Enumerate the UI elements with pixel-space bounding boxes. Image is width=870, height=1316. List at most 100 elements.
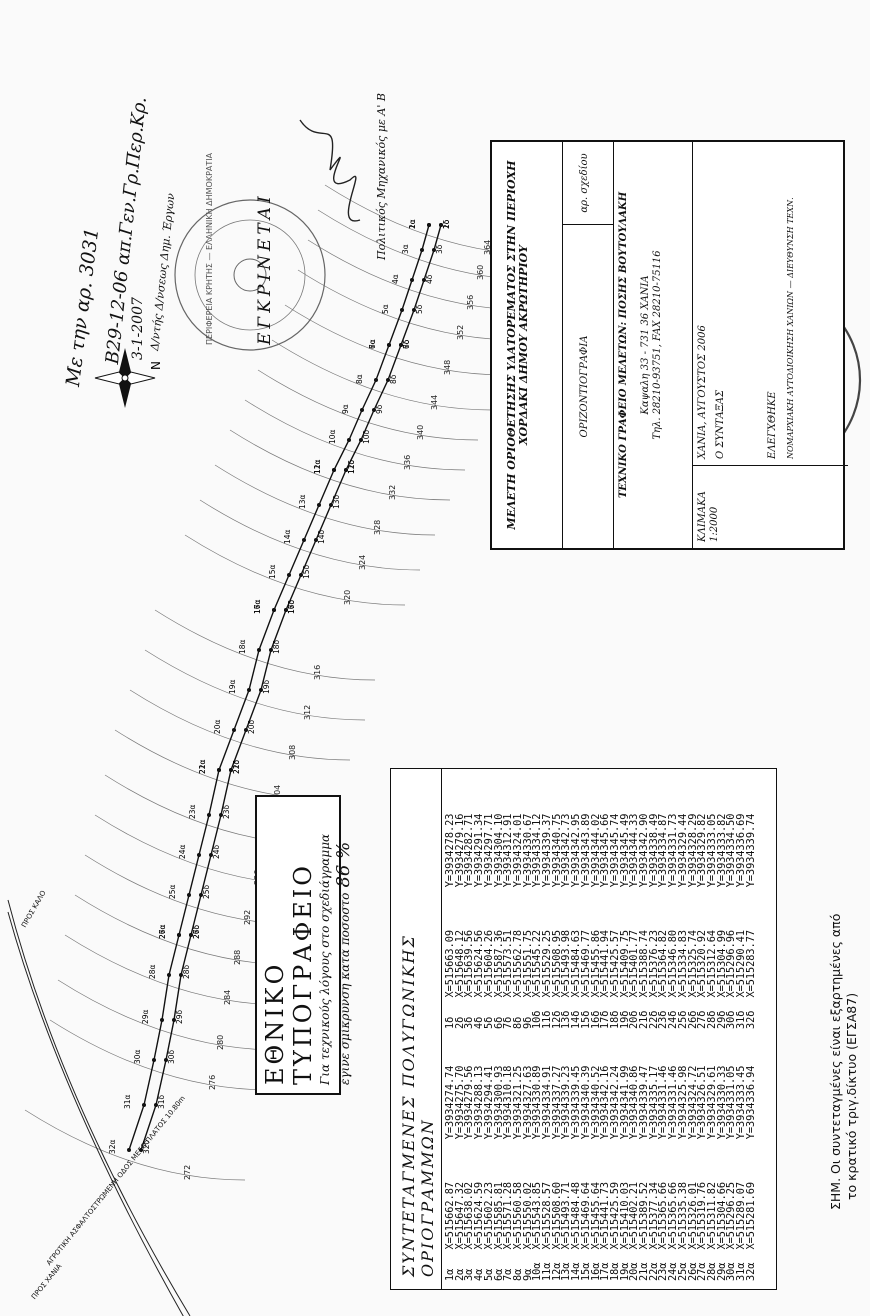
boundary-point-label: 9α [341, 404, 350, 414]
note-line1: ΣΗΜ. Οι συντεταγμένες είναι εξαρτημένες … [828, 913, 843, 1210]
tb-drawing-row: ΟΡΙΖΟΝΤΙΟΓΡΑΦΙΑ αρ. σχεδίου [563, 142, 614, 548]
boundary-point-label: 30δ [167, 1049, 176, 1064]
boundary-point-label: 25δ [202, 884, 211, 899]
contour-line [144, 649, 366, 721]
x-coord: X=515281.69 [745, 1182, 757, 1250]
contour-label: 328 [373, 520, 382, 535]
north-arrow-icon [94, 348, 156, 408]
boundary-point-label: 24δ [212, 844, 221, 859]
boundary-point [387, 343, 391, 347]
boundary-point [217, 768, 221, 772]
contour-label: 324 [358, 555, 367, 570]
coordinates-panel: ΣΥΝΤΕΤΑΓΜΕΝΕΣ ΠΟΛΥΓΩΝΙΚΗΣ ΟΡΙΟΓΡΑΜΜΩΝ 1α… [390, 768, 777, 1290]
boundary-point-label: 7α [368, 339, 377, 349]
y-coord: Y=3934336.94 [745, 1065, 757, 1140]
title-block: ΜΕΛΕΤΗ ΟΡΙΟΘΕΤΗΣΗΣ ΥΔΑΤΟΡΕΜΑΤΟΣ ΣΤΗΝ ΠΕΡ… [490, 140, 848, 550]
boundary-point-label: 6α [368, 339, 377, 349]
boundary-point-label: 6δ [402, 339, 411, 349]
contour-label: 356 [466, 295, 475, 310]
boundary-point-label: 8δ [389, 374, 398, 384]
boundary-point-label: 4α [391, 274, 400, 284]
contour-label: 280 [216, 1035, 225, 1050]
contour-line [154, 609, 376, 681]
boundary-point-label: 22δ [232, 759, 241, 774]
boundary-point [302, 538, 306, 542]
tb-seal-text: ΝΟΜΑΡΧΙΑΚΗ ΑΥΤΟΔΙΟΙΚΗΣΗ ΧΑΝΙΩΝ — ΔΙΕΥΘΥΝ… [786, 197, 795, 459]
printer-line2: έγινε σμίκρυνση κατά ποσοστό [338, 892, 352, 1085]
tb-office: ΤΕΧΝΙΚΟ ΓΡΑΦΕΙΟ ΜΕΛΕΤΩΝ: ΠΟΣΗΣ ΒΟΥΤΟΥΛΑΚ… [618, 191, 629, 499]
boundary-point-label: 20δ [247, 719, 256, 734]
boundary-point [359, 438, 363, 442]
boundary-point-label: 21α [198, 759, 207, 774]
tb-drawing: ΟΡΙΖΟΝΤΙΟΓΡΑΦΙΑ [563, 224, 613, 548]
boundary-point-label: 2α [408, 219, 417, 229]
contour-line [214, 464, 436, 536]
boundary-point [164, 1058, 168, 1062]
boundary-point [232, 728, 236, 732]
boundary-point [420, 248, 424, 252]
boundary-point-label: 28δ [182, 964, 191, 979]
boundary-point [344, 468, 348, 472]
tb-office-wrap: ΤΕΧΝΙΚΟ ΓΡΑΦΕΙΟ ΜΕΛΕΤΩΝ: ΠΟΣΗΣ ΒΟΥΤΟΥΛΑΚ… [614, 142, 692, 548]
boundary-point-label: 30α [133, 1049, 142, 1064]
signature-scribble [299, 119, 361, 222]
contour-label: 288 [233, 950, 242, 965]
boundary-point-label: 19α [228, 679, 237, 694]
boundary-point-label: 15δ [302, 564, 311, 579]
printer-percent: 86 % [333, 841, 354, 888]
boundary-point-label: 23α [188, 804, 197, 819]
contour-line [257, 369, 479, 441]
contour-label: 284 [223, 990, 232, 1005]
tb-address: Καψαλη 33 - 731 36 ΧΑΝΙΑ [640, 275, 651, 415]
contour-label: 340 [416, 425, 425, 440]
boundary-point [332, 468, 336, 472]
contour-label: 344 [430, 395, 439, 410]
point-id-2: 32δ [745, 1010, 757, 1029]
tb-study: ΜΕΛΕΤΗ ΟΡΙΟΘΕΤΗΣΗΣ ΥΔΑΤΟΡΕΜΑΤΟΣ ΣΤΗΝ ΠΕΡ… [505, 160, 530, 530]
boundary-point-label: 10α [328, 429, 337, 444]
contour-line [57, 979, 279, 1051]
boundary-point [439, 223, 443, 227]
tb-place-date: ΧΑΝΙΑ, ΑΥΓΟΥΣΤΟΣ 2006 [697, 325, 708, 459]
boundary-point-label: 19δ [262, 679, 271, 694]
boundary-point [189, 933, 193, 937]
boundary-point [177, 933, 181, 937]
boundary-point [207, 813, 211, 817]
tb-study-row: ΜΕΛΕΤΗ ΟΡΙΟΘΕΤΗΣΗΣ ΥΔΑΤΟΡΕΜΑΤΟΣ ΣΤΗΝ ΠΕΡ… [492, 142, 563, 548]
boundary-point [410, 278, 414, 282]
tb-scale-wrap: ΚΛΙΜΑΚΑ 1:2000 [693, 465, 848, 548]
boundary-point-label: 5α [381, 304, 390, 314]
boundary-point-label: 22α [198, 759, 207, 774]
contour-line [199, 499, 421, 571]
tb-scale: 1:2000 [709, 506, 720, 542]
boundary-point-label: 12δ [347, 459, 356, 474]
boundary-point [172, 1018, 176, 1022]
boundary-point-label: 23δ [222, 804, 231, 819]
boundary-point-label: 18δ [272, 639, 281, 654]
tb-scale-label: ΚΛΙΜΑΚΑ [697, 491, 708, 542]
contour-line [297, 269, 519, 341]
boundary-point-label: 9δ [375, 404, 384, 414]
boundary-point [197, 853, 201, 857]
boundary-point-label: 1α [408, 219, 417, 229]
boundary-point [257, 648, 261, 652]
note-line2: το κρατικό τριγ.δίκτυο (ΕΓΣΑ87) [844, 992, 859, 1200]
contour-label: 312 [303, 705, 312, 720]
tb-author: Ο ΣΥΝΤΑΞΑΣ [715, 389, 726, 459]
boundary-point [139, 1148, 143, 1152]
printer-stamp: ΕΘΝΙΚΟ ΤΥΠΟΓΡΑΦΕΙΟ Για τεχνικούς λόγους … [255, 795, 354, 1095]
boundary-point-label: 18α [238, 639, 247, 654]
boundary-point-label: 32α [108, 1139, 117, 1154]
contour-label: 316 [313, 665, 322, 680]
road-edge [7, 911, 184, 1316]
contour-label: 360 [476, 265, 485, 280]
approval-signer: Πολιτικός Μηχανικός με Α' Β [375, 93, 388, 260]
region-stamp-seal [174, 199, 326, 351]
contour-label: 320 [343, 590, 352, 605]
approval-date: 3-1-2007 [130, 297, 146, 360]
north-label: N [149, 361, 163, 370]
x-coord-2: X=515283.77 [745, 930, 757, 998]
